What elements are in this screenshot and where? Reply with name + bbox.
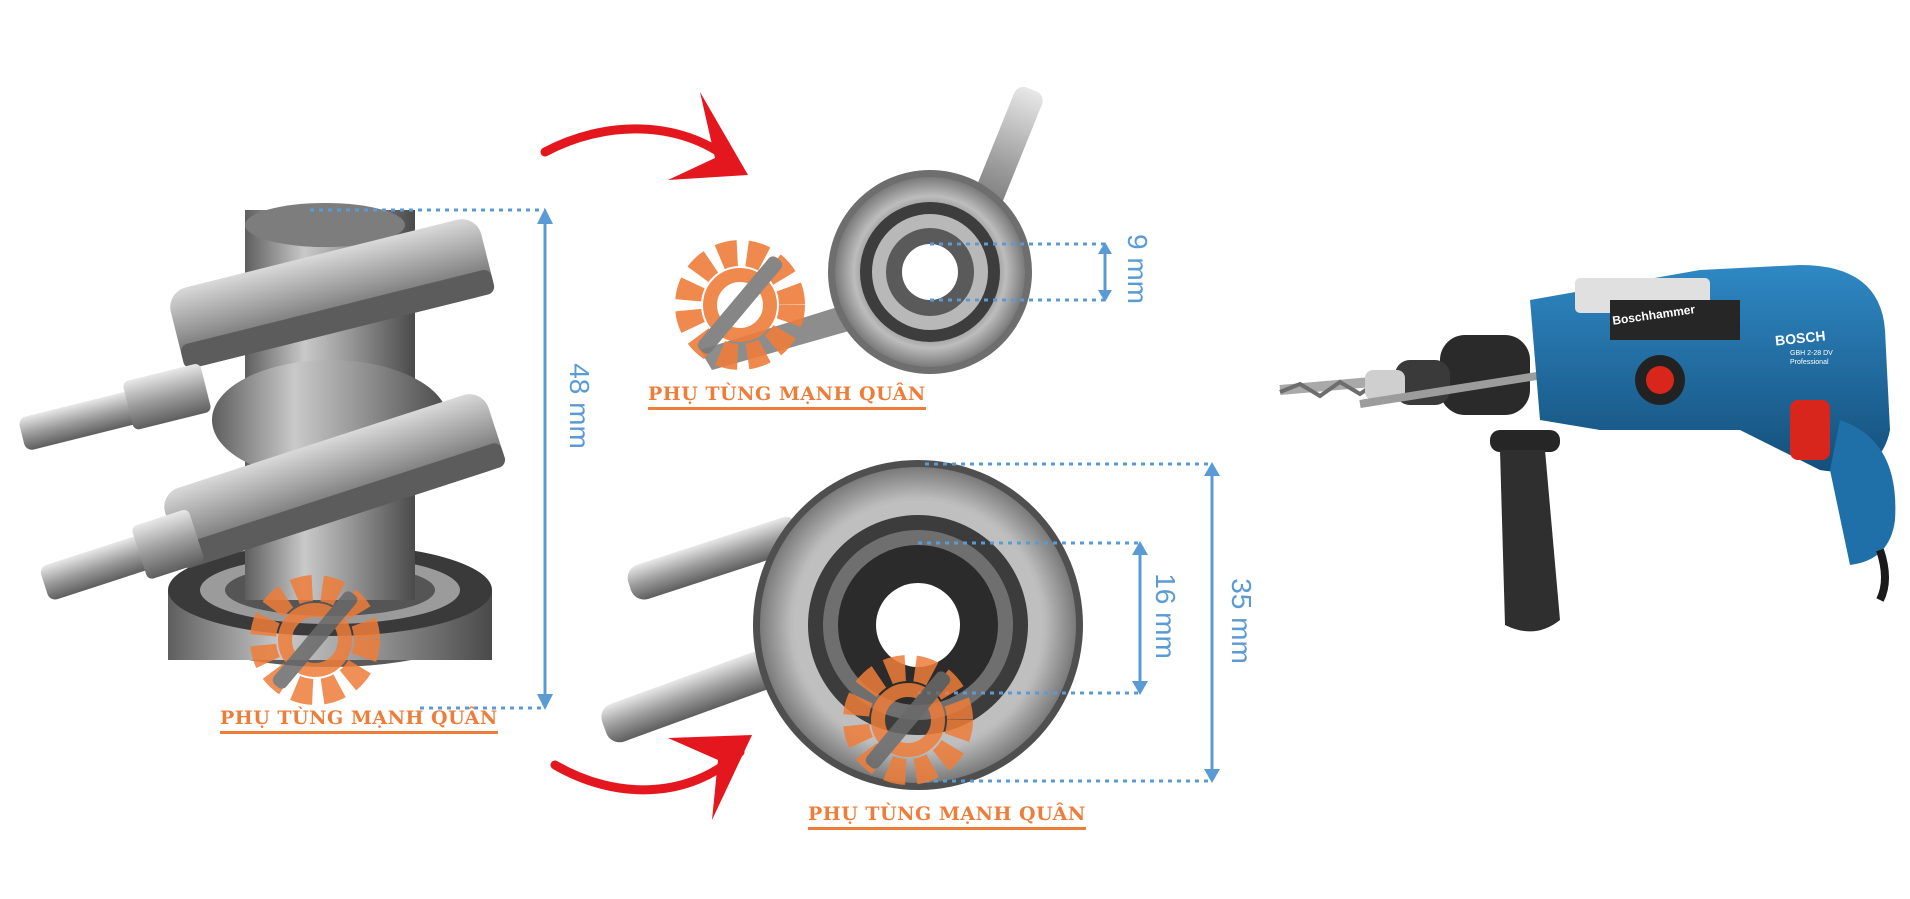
gear-wrench-logo-icon [250,575,380,705]
drill-line-label: Professional [1790,359,1829,366]
dimension-label-35mm: 35 mm [1225,578,1257,664]
dimension-35mm [925,462,1220,783]
dimension-16mm [918,541,1148,695]
gear-wrench-logo-icon [843,655,973,785]
watermark-text: PHỤ TÙNG MẠNH QUÂN [220,707,498,734]
dimension-label-48mm: 48 mm [563,363,595,449]
large-bearing-photo [601,460,1083,790]
dimension-48mm [310,208,553,710]
rotary-hammer-drill-photo [1279,265,1896,632]
crank-assembly-photo [19,203,506,667]
watermark-text: PHỤ TÙNG MẠNH QUÂN [808,803,1086,830]
dimension-label-16mm: 16 mm [1149,573,1181,659]
dimension-label-9mm: 9 mm [1122,234,1153,304]
curved-arrow-icon [550,735,752,820]
dimension-9mm [930,242,1112,302]
drill-model-code-label: GBH 2-28 DV [1790,350,1833,357]
curved-arrow-icon [540,92,748,180]
watermark-text: PHỤ TÙNG MẠNH QUÂN [648,383,926,410]
gear-wrench-logo-icon [675,240,805,370]
small-bearing-photo [700,86,1043,374]
